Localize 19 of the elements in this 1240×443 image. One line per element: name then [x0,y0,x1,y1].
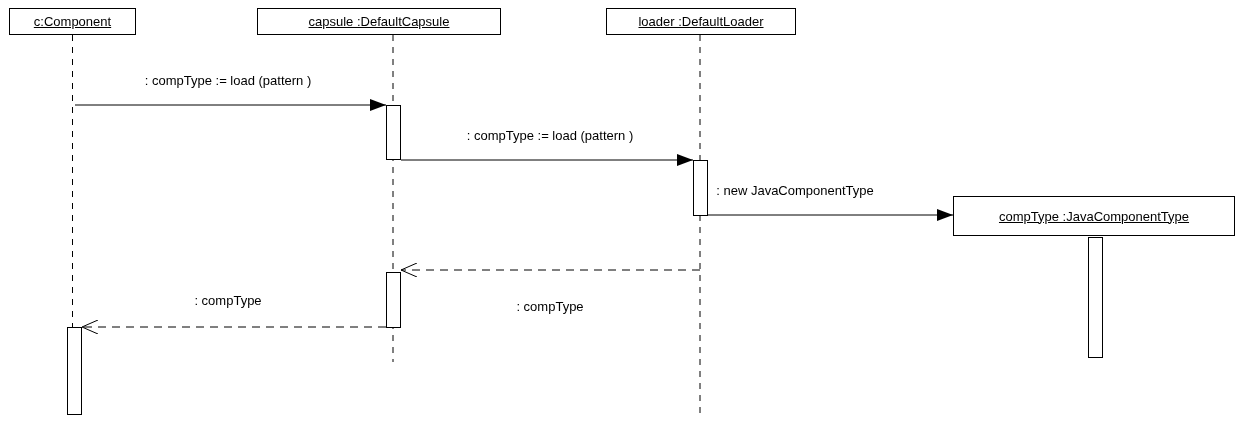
activation-bar [693,160,708,216]
activation-bar [386,105,401,160]
activation-bar [1088,237,1103,358]
activation-bar [67,327,82,415]
lifeline-head [9,8,136,35]
lifeline-head [953,196,1235,236]
lifeline-head [606,8,796,35]
object-name: capsule :DefaultCapsule [308,14,450,29]
lifeline-head [257,8,501,35]
message-arrow [707,209,954,221]
object-name: compType :JavaComponentType [998,208,1190,224]
object-name: loader :DefaultLoader [638,14,764,29]
message-arrow [74,99,387,111]
message-arrow [400,262,701,278]
message-arrow [81,319,387,335]
object-name: c:Component [33,14,112,29]
message-arrow [400,154,694,166]
activation-bar [386,272,401,328]
lifeline [72,34,73,328]
